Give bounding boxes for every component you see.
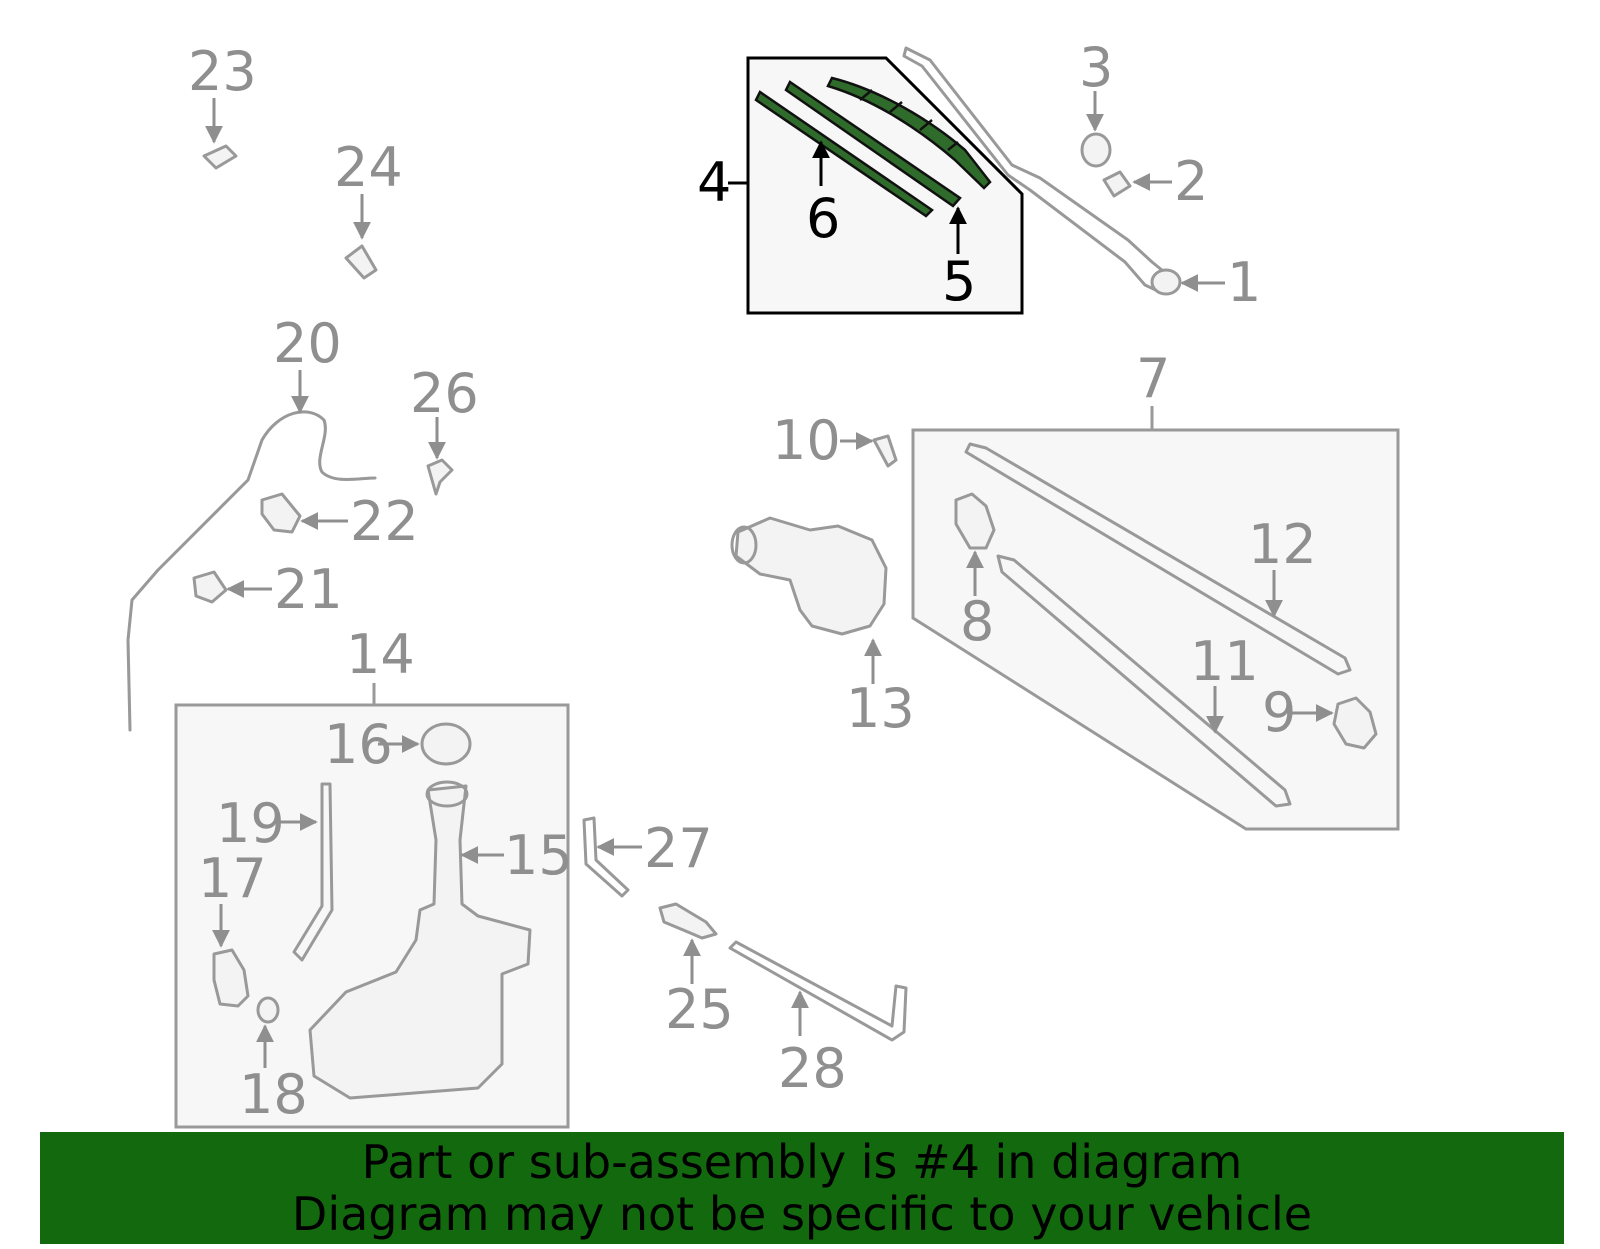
- wiper-motor-13[interactable]: [734, 516, 888, 636]
- connector-25[interactable]: [658, 902, 718, 940]
- nozzle-23[interactable]: [202, 144, 238, 170]
- connector-21[interactable]: [192, 570, 228, 604]
- wiper-arm-group[interactable]: 1 2 3: [902, 36, 1261, 314]
- callout-25: 25: [665, 978, 734, 1041]
- pivot-8[interactable]: [954, 492, 996, 550]
- wiper-blade-assembly-group[interactable]: 4 6 5: [697, 56, 1024, 315]
- motor-end-cap: [730, 525, 758, 565]
- callout-22: 22: [350, 490, 419, 553]
- nut-2[interactable]: [1102, 170, 1132, 198]
- reservoir-neck: [425, 780, 469, 808]
- wiper-blade-refill-5[interactable]: [784, 80, 962, 208]
- washer-pump-17[interactable]: [212, 948, 250, 1008]
- callout-19: 19: [216, 792, 285, 855]
- bolt-10[interactable]: [872, 434, 898, 468]
- wiper-linkage-group[interactable]: 7 12 11 8 9: [911, 347, 1400, 831]
- wiper-blade-frame-detail: [859, 89, 959, 151]
- reservoir-cap-16[interactable]: [420, 722, 472, 766]
- callout-7: 7: [1136, 347, 1170, 410]
- link-rod-11[interactable]: [996, 554, 1292, 808]
- callout-26: 26: [410, 362, 479, 425]
- cap-3[interactable]: [1080, 132, 1112, 168]
- callout-15: 15: [504, 824, 573, 887]
- washer-hoses-group[interactable]: 27 25 28: [582, 816, 908, 1100]
- callout-9: 9: [1262, 681, 1296, 744]
- washer-hose-20-group[interactable]: 20: [126, 312, 377, 732]
- callout-14: 14: [346, 623, 415, 686]
- banner-line-2: Diagram may not be specific to your vehi…: [291, 1187, 1313, 1241]
- pivot-9[interactable]: [1332, 696, 1378, 750]
- wiper-blade-insert-6[interactable]: [754, 90, 934, 218]
- hose-28[interactable]: [728, 940, 908, 1042]
- callout-21: 21: [274, 558, 343, 621]
- info-banner: Part or sub-assembly is #4 in diagram Di…: [40, 1132, 1564, 1244]
- callout-2: 2: [1174, 150, 1208, 213]
- clip-26[interactable]: [426, 458, 454, 496]
- connector-22[interactable]: [260, 492, 302, 534]
- nozzle-24[interactable]: [344, 244, 378, 280]
- callout-5: 5: [942, 250, 976, 313]
- callout-6: 6: [806, 187, 840, 250]
- callout-24: 24: [334, 136, 403, 199]
- callout-4: 4: [697, 151, 731, 214]
- wiper-motor-group[interactable]: 13 10: [730, 409, 915, 740]
- callout-3: 3: [1079, 36, 1113, 99]
- link-rod-12[interactable]: [964, 442, 1352, 676]
- hose-27[interactable]: [582, 816, 630, 898]
- callout-17: 17: [198, 847, 267, 910]
- wiper-arm-pivot: [1150, 268, 1182, 296]
- washer-reservoir-15[interactable]: [308, 784, 532, 1100]
- wiper-blade-frame[interactable]: [826, 76, 992, 190]
- small-fittings-group[interactable]: 23 24 26 22 21: [188, 40, 479, 621]
- callout-10: 10: [772, 409, 841, 472]
- callout-28: 28: [778, 1037, 847, 1100]
- callout-1: 1: [1227, 251, 1261, 314]
- callout-27: 27: [644, 817, 713, 880]
- washer-hose-20-outline: [126, 410, 377, 732]
- callout-23: 23: [188, 40, 257, 103]
- banner-line-1: Part or sub-assembly is #4 in diagram: [361, 1135, 1243, 1189]
- linkage-box-7: [911, 428, 1400, 831]
- callout-18: 18: [239, 1063, 308, 1126]
- grommet-18[interactable]: [256, 996, 280, 1024]
- callout-13: 13: [846, 677, 915, 740]
- callout-16: 16: [324, 713, 393, 776]
- washer-reservoir-group[interactable]: 14 16 15 19 17 18: [174, 623, 573, 1129]
- filler-tube-19[interactable]: [292, 782, 334, 962]
- callout-20: 20: [273, 312, 342, 375]
- callout-8: 8: [960, 590, 994, 653]
- callout-11: 11: [1190, 630, 1259, 693]
- callout-12: 12: [1248, 513, 1317, 576]
